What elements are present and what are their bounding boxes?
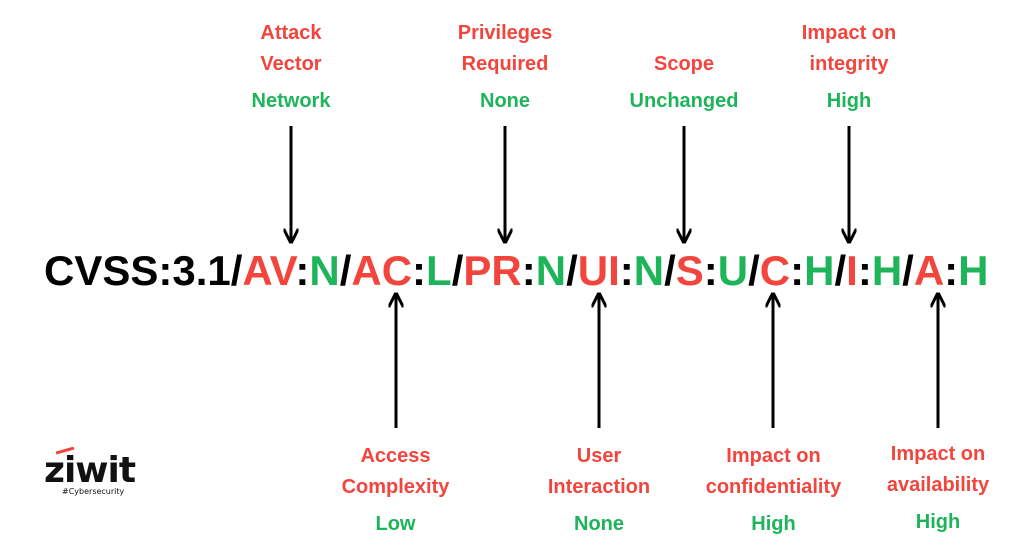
vector-key-pr: PR [463,247,522,294]
label-name-line1: Impact on [890,443,986,465]
vector-value-i: H [871,247,903,294]
vector-value-ac: L [426,247,452,294]
label-impact-integrity: Impact on integrity High [784,18,914,117]
label-value: None [574,513,624,535]
vector-key-ac: AC [351,247,413,294]
cvss-vector-string: CVSS:3.1/AV:N/AC:L/PR:N/UI:N/S:U/C:H/I:H… [44,247,989,294]
label-value: High [751,513,796,535]
label-name-line2: Interaction [547,476,651,498]
label-name-line2: availability [886,474,990,496]
label-name-line1: User [576,445,622,467]
vector-key-c: C [759,247,791,294]
label-impact-confidentiality: Impact on confidentiality High [686,441,861,540]
vector-key-i: I [846,247,858,294]
vector-value-c: H [804,247,835,294]
logo-word: ziwit [44,450,136,491]
label-name-line2: Vector [260,53,322,75]
vector-value-pr: N [535,247,567,294]
vector-value-ui: N [633,247,665,294]
label-name-line1: Impact on [726,445,821,467]
label-value: High [915,511,961,533]
label-impact-availability: Impact on availability High [868,439,1008,538]
label-name-line2: integrity [809,53,889,75]
label-name-line1: Impact on [801,22,897,44]
vector-prefix: CVSS:3.1 [44,247,231,294]
label-value: None [480,90,530,112]
ziwit-logo: ziwit #Cybersecurity [44,447,136,496]
vector-value-av: N [309,247,340,294]
label-value: Network [251,90,331,112]
label-user-interaction: User Interaction None [529,441,669,540]
label-name-line1: Access [360,445,431,467]
label-attack-vector: Attack Vector Network [241,18,341,117]
vector-key-av: AV [242,247,296,294]
logo-accent-icon [56,447,75,455]
vector-key-s: S [675,247,704,294]
label-name-line1: Privileges [457,22,553,44]
label-name-line2: Required [461,53,549,75]
label-access-complexity: Access Complexity Low [323,441,468,540]
label-name-line2: confidentiality [705,476,842,498]
logo-tagline: #Cybersecurity [62,487,125,496]
vector-value-s: U [717,247,749,294]
label-value: Low [375,513,416,535]
vector-value-a: H [958,247,989,294]
vector-key-a: A [913,247,945,294]
label-scope: Scope Unchanged [609,49,759,117]
vector-key-ui: UI [577,247,620,294]
label-name-line2: Scope [653,53,715,75]
label-value: High [826,90,872,112]
label-value: Unchanged [629,90,739,112]
label-name-line1: Attack [260,22,322,44]
label-name-line2: Complexity [341,476,450,498]
label-privileges-required: Privileges Required None [440,18,570,117]
